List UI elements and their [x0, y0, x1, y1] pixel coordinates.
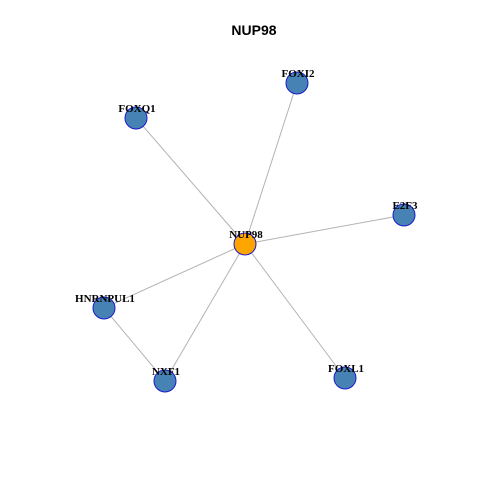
node-label-foxq1: FOXQ1 — [118, 103, 155, 115]
node-label-hnrnpul1: HNRNPUL1 — [75, 293, 135, 305]
edge-nup98-e2f3 — [244, 214, 405, 245]
diagram-title: NUP98 — [231, 22, 276, 38]
edge-nup98-foxl1 — [244, 243, 346, 379]
node-foxl1[interactable] — [333, 366, 357, 390]
edge-nup98-hnrnpul1 — [103, 243, 246, 309]
edges-layer — [103, 82, 405, 382]
edge-hnrnpul1-nxf1 — [103, 307, 166, 382]
node-nxf1[interactable] — [153, 369, 177, 393]
node-nup98[interactable] — [233, 232, 257, 256]
node-hnrnpul1[interactable] — [92, 296, 116, 320]
edge-nup98-foxi2 — [244, 82, 298, 245]
node-foxq1[interactable] — [124, 106, 148, 130]
node-label-foxi2: FOXI2 — [282, 68, 316, 80]
edge-nup98-foxq1 — [135, 117, 246, 245]
node-label-foxl1: FOXL1 — [328, 363, 364, 375]
edge-nup98-nxf1 — [164, 243, 246, 382]
node-label-nxf1: NXF1 — [152, 366, 180, 378]
node-label-e2f3: E2F3 — [392, 200, 418, 212]
node-e2f3[interactable] — [392, 203, 416, 227]
node-foxi2[interactable] — [285, 71, 309, 95]
node-label-nup98: NUP98 — [229, 229, 263, 241]
